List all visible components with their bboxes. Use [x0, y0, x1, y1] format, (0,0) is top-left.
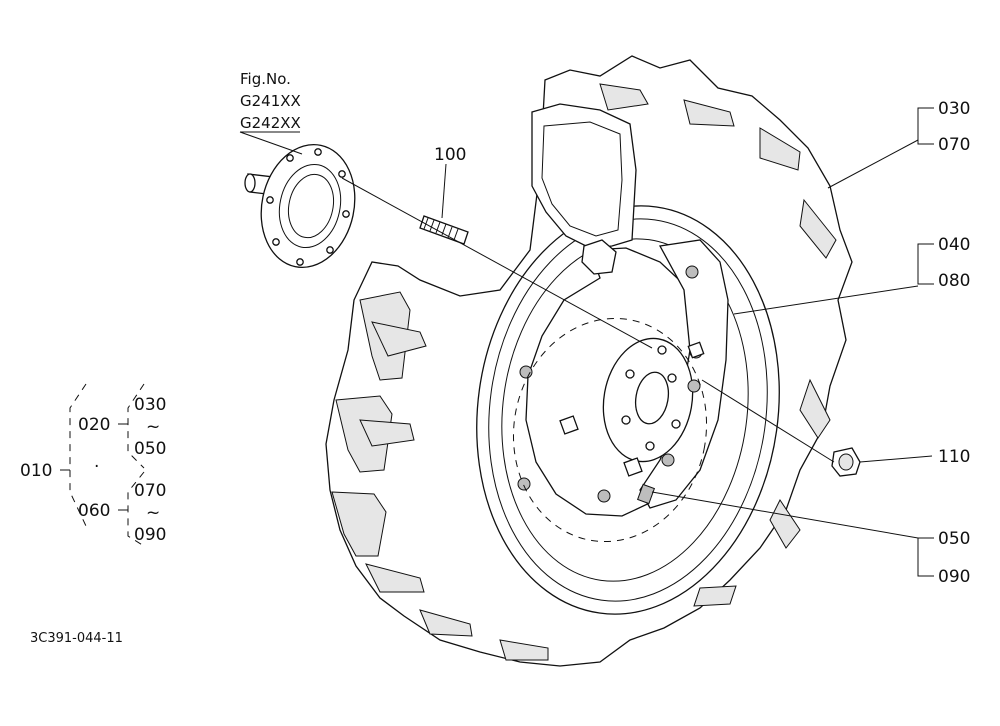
flange-plate [260, 143, 356, 269]
axle-flange [244, 143, 356, 269]
flange-holes [266, 148, 350, 266]
disc-tabs [559, 341, 705, 505]
tree-root: 010 [20, 461, 52, 481]
stud-bolt [419, 215, 469, 245]
drawing-code: 3C391-044-11 [30, 631, 123, 646]
rim-lip [488, 218, 768, 602]
callout-050: 050 [938, 529, 970, 549]
hub-bolts [621, 345, 681, 451]
tree-b-tilde: ~ [146, 503, 160, 523]
callout-030: 030 [938, 99, 970, 119]
callout-070: 070 [938, 135, 970, 155]
tree-branch-a: 020 [78, 415, 110, 435]
fig-number-1: G241XX [240, 92, 301, 110]
tree-a-tilde: ~ [146, 417, 160, 437]
callout-040: 040 [938, 235, 970, 255]
wheel-nut [831, 447, 861, 477]
callout-090: 090 [938, 567, 970, 587]
wheel-disc [512, 239, 729, 543]
fig-heading: Fig.No. [240, 70, 291, 88]
leader-lines [239, 107, 934, 577]
fig-number-2: G242XX [240, 114, 301, 132]
callout-110: 110 [938, 447, 970, 467]
tree-a-to: 050 [134, 439, 166, 459]
tire-lugs [331, 83, 837, 661]
rim-clamp [581, 239, 617, 275]
tree-b-to: 090 [134, 525, 166, 545]
hierarchy-tree [60, 383, 145, 547]
tree-dot: · [94, 457, 99, 477]
tree-b-from: 070 [134, 481, 166, 501]
rim-inner-lip [501, 238, 749, 582]
tree-branch-b: 060 [78, 501, 110, 521]
disc-ref-arc [512, 317, 708, 543]
callout-080: 080 [938, 271, 970, 291]
hub-hole [634, 371, 670, 425]
callout-100: 100 [434, 145, 466, 165]
tree-a-from: 030 [134, 395, 166, 415]
